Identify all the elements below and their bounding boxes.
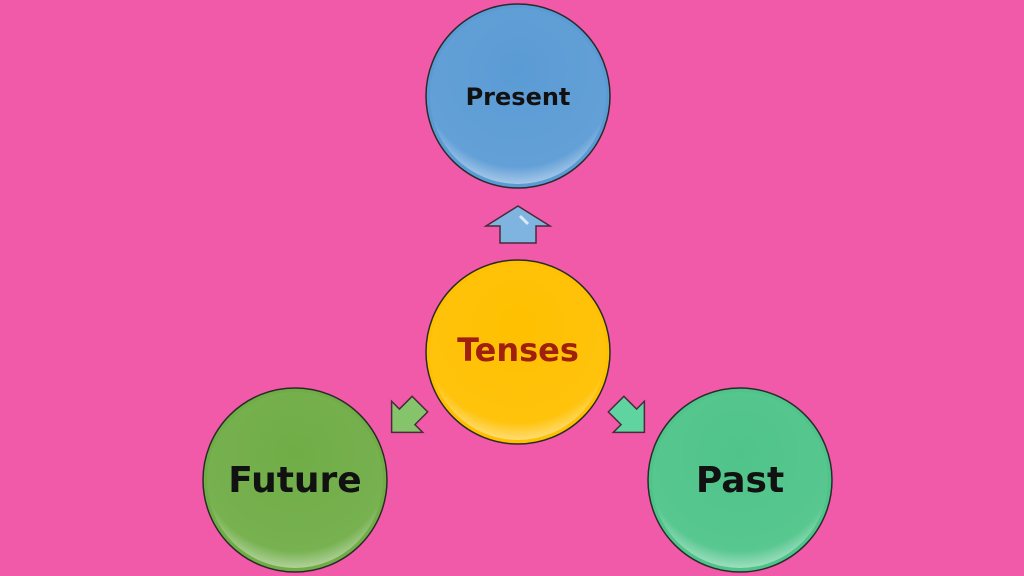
node-present: Present	[425, 3, 611, 189]
tenses-label: Tenses	[457, 331, 579, 369]
arrow-down-right-icon	[607, 395, 646, 434]
future-label: Future	[228, 460, 361, 501]
node-past: Past	[647, 387, 833, 573]
node-center-tenses: Tenses	[425, 259, 611, 445]
past-label: Past	[696, 460, 784, 501]
arrow-down-left-icon	[390, 395, 429, 434]
present-label: Present	[466, 83, 571, 111]
node-future: Future	[202, 387, 388, 573]
arrow-up-icon	[483, 205, 553, 244]
